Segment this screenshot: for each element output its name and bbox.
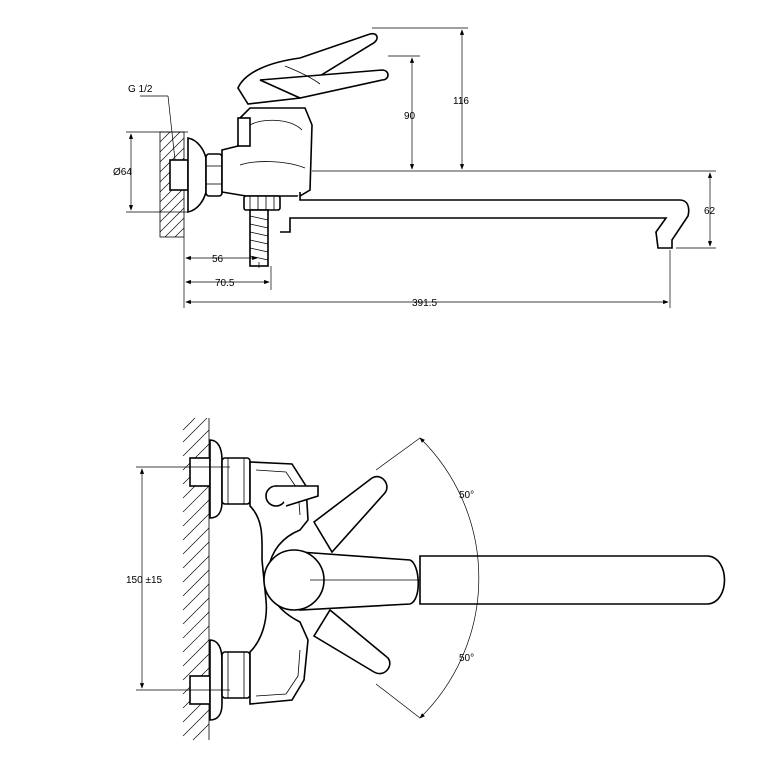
diverter-knob-side: [237, 117, 251, 147]
spout-top: [419, 555, 726, 605]
hose-nut: [243, 195, 281, 211]
handle-lever-top: [299, 551, 420, 611]
rotation-arc: [419, 437, 480, 719]
handle-rotated-up: [312, 475, 388, 554]
dim-116-label: 116: [453, 96, 469, 107]
diameter-label: Ø64: [113, 167, 132, 178]
dim-70-5-label: 70.5: [215, 278, 235, 289]
valve-body: [221, 107, 313, 197]
angle-top-label: 50°: [459, 490, 474, 501]
handle-rotated-down: [312, 608, 391, 675]
spout: [280, 192, 690, 241]
lever-handle-lower: [259, 69, 389, 99]
top-view: 50° 50° 150 ±15: [126, 417, 726, 741]
valve-body-top: [249, 461, 309, 705]
dim-56-label: 56: [212, 254, 224, 265]
thread-label: G 1/2: [128, 84, 153, 95]
dim-391-5-label: 391.5: [412, 298, 437, 309]
upper-nut: [221, 457, 251, 505]
upper-inlet-stub: [189, 457, 211, 487]
inlet-nut: [205, 153, 223, 197]
dim-62-label: 62: [704, 206, 716, 217]
angle-bottom-label: 50°: [459, 653, 474, 664]
lower-flange: [209, 639, 223, 721]
dimensions-side: G 1/2 Ø64 90 116 62: [113, 27, 716, 309]
upper-flange: [209, 439, 223, 519]
spacing-label: 150 ±15: [126, 575, 163, 586]
diverter-lever: [276, 485, 319, 507]
dim-90-label: 90: [404, 111, 416, 122]
inlet-stub: [169, 159, 189, 191]
side-view: G 1/2 Ø64 90 116 62: [113, 27, 716, 309]
lower-nut: [221, 651, 251, 699]
wall-flange: [187, 137, 207, 213]
spout-outlet: [655, 231, 673, 249]
